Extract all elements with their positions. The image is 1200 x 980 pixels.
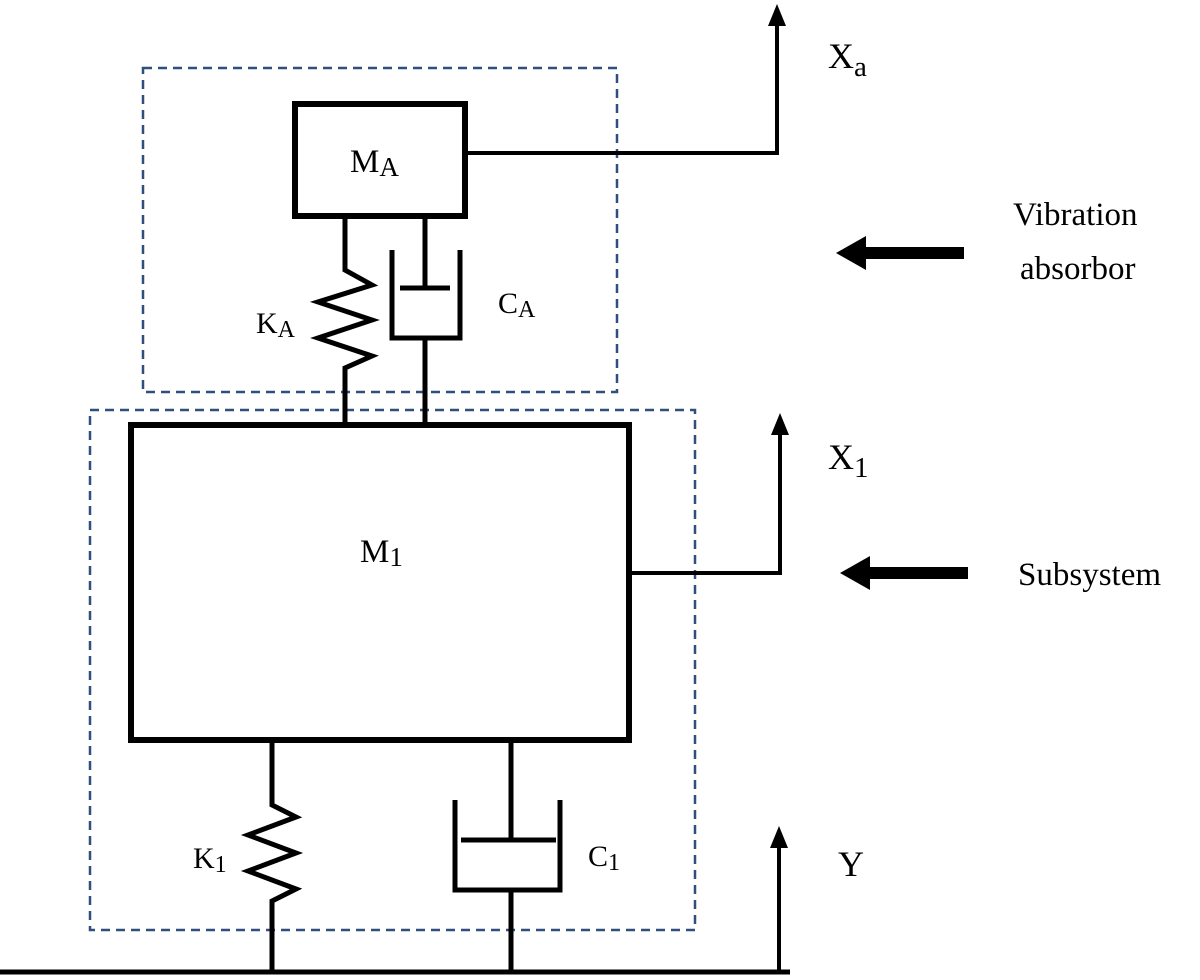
damper-subsystem [452,743,563,972]
damper-subsystem-label: C1 [588,840,620,876]
subsystem-annotation: Subsystem [1018,557,1161,593]
absorber-pointer-arrow [836,236,964,270]
disp-subsystem-label: X1 [828,437,869,484]
spring-subsystem [240,743,304,972]
spring-absorber-label: KA [256,307,296,343]
disp-ground-arrow [770,826,788,972]
mass-absorber-label: MA [350,144,399,182]
mass-subsystem-label: M1 [360,534,403,572]
spring-absorber [309,219,380,424]
damper-absorber [389,219,463,424]
subsystem-dashed-boundary [88,408,697,932]
damper-absorber-label: CA [498,287,536,323]
mass-subsystem-block [128,422,632,743]
absorber-annotation-line1: Vibration [1013,197,1138,233]
absorber-annotation-line2: absorbor [1020,251,1135,287]
mass-absorber-block [292,101,468,219]
spring-subsystem-label: K1 [193,842,227,878]
disp-subsystem-arrow [629,413,789,575]
disp-absorber-label: Xa [828,36,867,83]
subsystem-pointer-arrow [840,556,968,590]
disp-absorber-arrow [465,4,786,155]
disp-ground-label: Y [838,844,864,884]
absorber-dashed-boundary [141,66,619,394]
